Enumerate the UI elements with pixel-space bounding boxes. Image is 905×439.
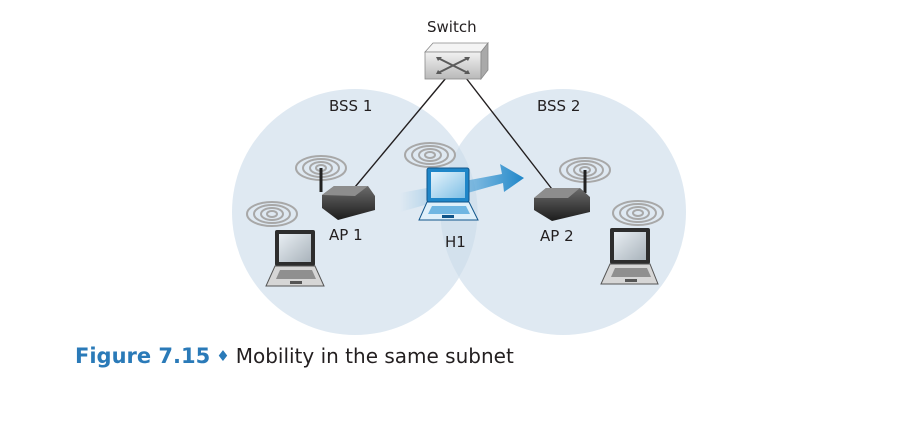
figure-number: Figure 7.15 (75, 344, 211, 368)
access-point-2-icon (534, 157, 611, 221)
access-point-1-icon (295, 155, 375, 220)
caption-separator-icon: ♦ (216, 347, 230, 365)
laptop-bss1-icon (246, 201, 325, 287)
host-h1-label: H1 (445, 233, 466, 251)
figure-caption: Figure 7.15 ♦ Mobility in the same subnet (75, 344, 514, 368)
ap-1-label: AP 1 (329, 226, 363, 244)
caption-text: Mobility in the same subnet (235, 344, 514, 368)
ap-2-label: AP 2 (540, 227, 574, 245)
switch-icon (424, 41, 489, 81)
laptop2-wireless-icon (612, 200, 664, 226)
laptop-bss2-icon (600, 200, 664, 285)
h1-wireless-icon (404, 142, 456, 168)
link-switch-ap2 (465, 77, 556, 194)
bss-2-label: BSS 2 (537, 97, 581, 115)
switch-label: Switch (427, 18, 477, 36)
link-switch-ap1 (349, 77, 447, 194)
host-h1-laptop-icon (404, 142, 479, 221)
bss-1-label: BSS 1 (329, 97, 373, 115)
laptop1-wireless-icon (246, 201, 298, 227)
